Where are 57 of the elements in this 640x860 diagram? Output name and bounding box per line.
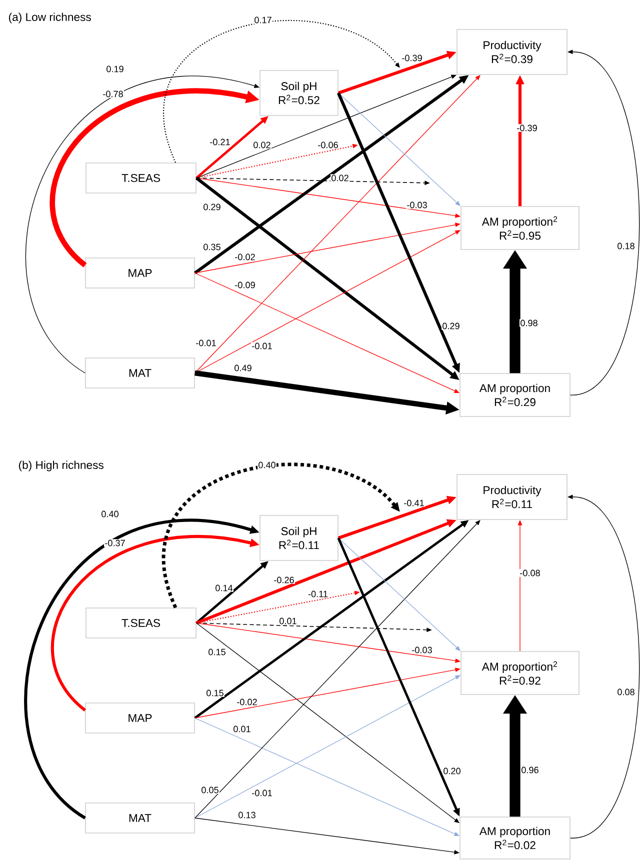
edge-label: 0.13 (238, 811, 256, 819)
variable-box: Soil pH R$^{2}$=0.52 (260, 70, 338, 116)
edge-label: -0.37 (104, 539, 126, 547)
edge-label: 0.02 (330, 174, 350, 182)
edge-label: -0.03 (411, 646, 433, 654)
edge-label: 0.35 (202, 243, 222, 251)
arrow (164, 20, 400, 163)
panel-title: (b) High richness (18, 460, 104, 472)
edge-label: 0.19 (106, 65, 124, 73)
variable-box: Productivity R$^{2}$=0.11 (456, 474, 568, 520)
edge-label: 0.49 (234, 364, 252, 372)
edge-label: -0.01 (251, 789, 273, 797)
variable-box: MAP (85, 258, 195, 288)
edge-label: 0.40 (100, 510, 120, 518)
edge-label: 0.05 (200, 786, 220, 794)
edge-label: 0.02 (252, 141, 272, 149)
edge-label: 0.08 (616, 688, 636, 696)
edge-label: 0.29 (202, 203, 222, 211)
edge-label: -0.39 (516, 124, 538, 132)
edge-label: 0.40 (258, 461, 276, 469)
variable-box: MAP (85, 702, 195, 734)
edge-label: -0.01 (195, 339, 217, 347)
edge-label: -0.41 (403, 499, 425, 507)
edge-label: 0.98 (520, 319, 538, 327)
variable-box: AM proportion$^{2}$ R$^{2}$=0.92 (460, 651, 580, 695)
edge-label: 0.01 (232, 725, 252, 733)
edge-label: -0.21 (209, 138, 231, 146)
edge-label: -0.02 (236, 698, 258, 706)
edge-label: -0.09 (234, 281, 256, 289)
variable-box: Productivity R$^{2}$=0.39 (456, 29, 568, 75)
edge-label: 0.15 (206, 689, 224, 697)
edge-label: -0.01 (251, 342, 273, 350)
edge-label: -0.03 (406, 201, 428, 209)
edge-label: -0.26 (273, 576, 295, 584)
edge-label: -0.08 (519, 569, 541, 577)
edge-label: 0.18 (616, 242, 636, 250)
edge-label: 0.20 (442, 767, 462, 775)
panel-title: (a) Low richness (8, 12, 91, 24)
edge-label: -0.06 (317, 141, 339, 149)
variable-box: MAT (85, 802, 195, 834)
edge-label: 0.15 (208, 648, 226, 656)
variable-box: MAT (85, 358, 195, 388)
edge-label: 0.29 (442, 322, 460, 330)
edge-label: -0.02 (234, 253, 256, 261)
variable-box: T.SEAS (86, 162, 196, 194)
edge-label: -0.39 (401, 54, 423, 62)
edge-label: -0.78 (102, 90, 124, 98)
variable-box: Soil pH R$^{2}$=0.11 (260, 515, 338, 561)
variable-box: T.SEAS (86, 608, 196, 638)
edge-label: -0.11 (307, 590, 329, 598)
edge-label: 0.01 (278, 617, 298, 625)
edge-label: 0.17 (254, 16, 272, 24)
edge-label: 0.14 (214, 584, 234, 592)
variable-box: AM proportion R$^{2}$=0.29 (460, 373, 570, 417)
variable-box: AM proportion R$^{2}$=0.02 (460, 816, 570, 860)
edge-label: 0.96 (520, 766, 540, 774)
variable-box: AM proportion$^{2}$ R$^{2}$=0.95 (460, 206, 580, 250)
